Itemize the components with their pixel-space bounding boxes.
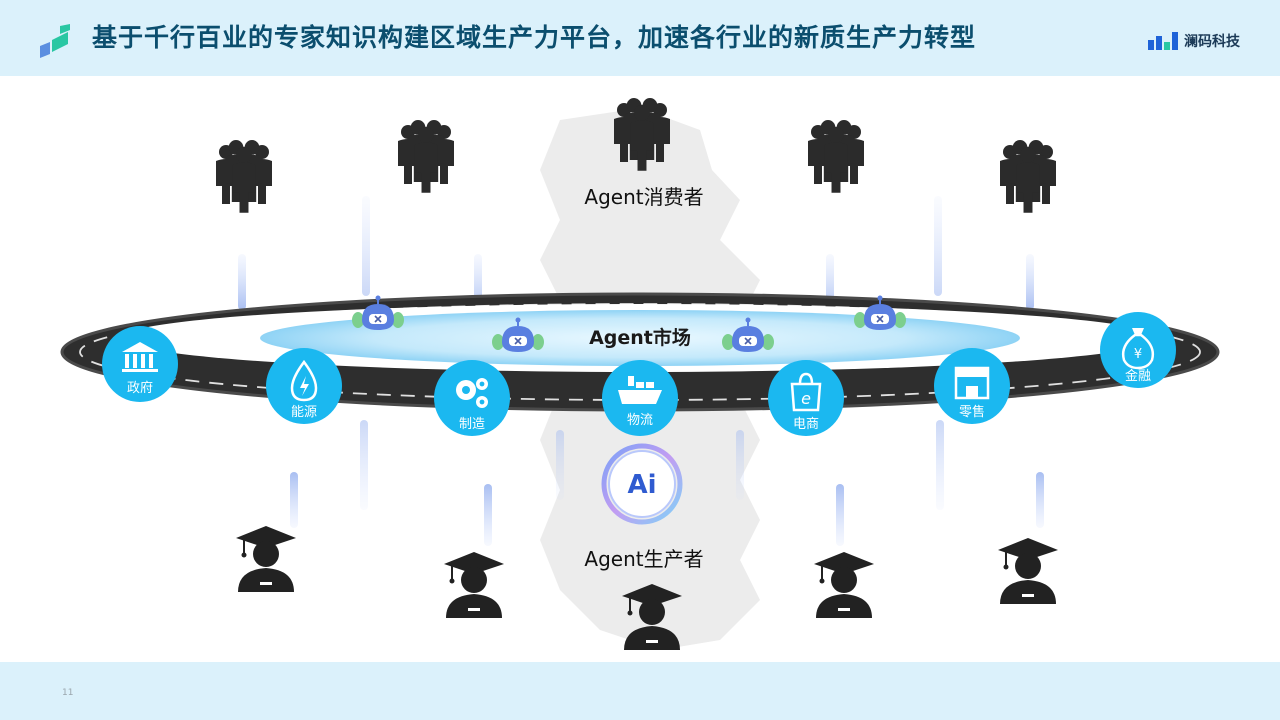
producers-label: Agent生产者 (584, 547, 703, 571)
people-group-icon (1000, 140, 1056, 213)
gears-icon (456, 378, 488, 408)
ship-icon (618, 376, 662, 404)
logo-mark (40, 24, 70, 58)
ai-badge-label: Ai (627, 470, 656, 500)
brand-name: 澜码科技 (1184, 34, 1240, 50)
graduate-icon (813, 551, 875, 619)
graduate-icon (443, 551, 505, 619)
industry-label: 零售 (959, 404, 985, 420)
market-platform (260, 310, 1020, 366)
store-icon (954, 366, 990, 400)
industry-node-energy: 能源 (266, 348, 342, 424)
lower-beams (290, 420, 1044, 546)
industry-label: 物流 (627, 413, 653, 428)
industry-node-logistics: 物流 (602, 360, 678, 436)
industry-node-manufacturing: 制造 (434, 360, 510, 436)
people-group-icon (398, 120, 454, 193)
industry-label: 政府 (127, 381, 153, 396)
industry-label: 金融 (1125, 368, 1151, 384)
government-icon (122, 342, 158, 372)
page-title: 基于千行百业的专家知识构建区域生产力平台，加速各行业的新质生产力转型 (92, 23, 977, 52)
consumers-label: Agent消费者 (584, 185, 703, 209)
graduate-icon (997, 537, 1059, 605)
people-group-icon (216, 140, 272, 213)
svg-text:e: e (801, 389, 811, 408)
brand-mark-icon (1148, 32, 1178, 50)
ai-icon: Ai (601, 443, 683, 525)
industry-node-finance: ¥ 金融 (1100, 312, 1176, 388)
industry-label: 能源 (291, 405, 317, 420)
money-bag-icon: ¥ (1121, 328, 1155, 370)
industry-node-retail: 零售 (934, 348, 1010, 424)
industry-node-government: 政府 (102, 326, 178, 402)
svg-text:¥: ¥ (1134, 347, 1142, 362)
market-label: Agent市场 (589, 326, 691, 349)
page-number: 11 (62, 688, 74, 698)
agent-ecosystem-diagram: Agent市场 Agent消费者 政府 (60, 76, 1220, 651)
graduate-icon (235, 525, 297, 593)
industry-node-ecommerce: e 电商 (768, 360, 844, 436)
shopping-bag-icon: e (790, 372, 822, 412)
industry-label: 制造 (459, 417, 485, 432)
people-group-icon (614, 98, 670, 171)
footer-bar: 11 (0, 662, 1280, 720)
header-bar: 基于千行百业的专家知识构建区域生产力平台，加速各行业的新质生产力转型 澜码科技 (0, 0, 1280, 76)
people-group-icon (808, 120, 864, 193)
upper-beams (238, 196, 1034, 314)
energy-icon (290, 359, 318, 402)
brand-logo: 澜码科技 (1148, 30, 1240, 52)
industry-label: 电商 (793, 417, 819, 432)
